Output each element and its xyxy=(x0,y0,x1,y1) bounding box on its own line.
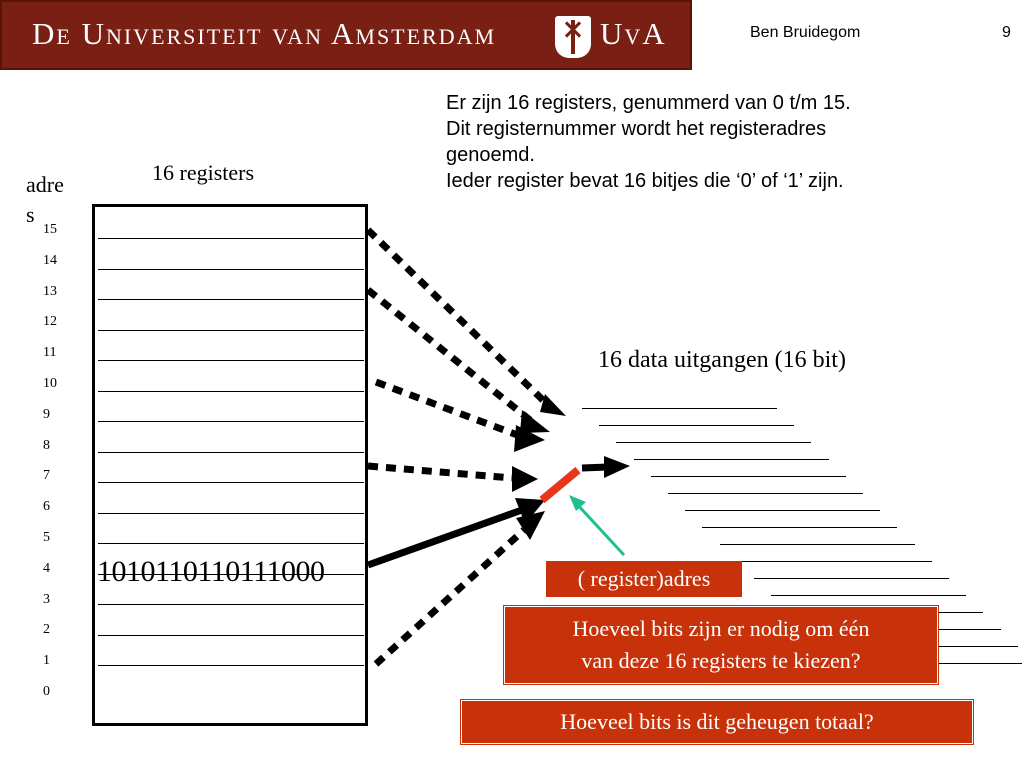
arrowhead-selected-register xyxy=(515,498,545,524)
register-row-divider xyxy=(98,360,364,361)
data-output-line xyxy=(720,544,915,545)
data-output-line xyxy=(634,459,829,460)
register-address-label: 4 xyxy=(43,561,50,576)
register-file xyxy=(92,204,368,726)
address-axis-label: adres xyxy=(26,172,64,227)
data-output-line xyxy=(616,442,811,443)
solid-arrow-selected-register xyxy=(366,506,524,569)
outputs-title: 16 data uitgangen (16 bit) xyxy=(598,347,846,373)
dashed-arrow-register-7 xyxy=(367,462,513,482)
register-row-divider xyxy=(98,238,364,239)
register-address-label: 9 xyxy=(43,407,50,422)
register-row-divider xyxy=(98,269,364,270)
data-output-line xyxy=(685,510,880,511)
banner-abbreviation: UvA xyxy=(600,16,667,51)
question-line: Hoeveel bits zijn er nodig om één xyxy=(572,616,870,641)
register-row-divider xyxy=(98,391,364,392)
register-address-label: 0 xyxy=(43,684,50,699)
register-row-divider xyxy=(98,635,364,636)
author-name: Ben Bruidegom xyxy=(750,24,861,41)
register-address-label: 12 xyxy=(43,314,57,329)
register-address-label: 5 xyxy=(43,530,50,545)
register-row-divider xyxy=(98,543,364,544)
data-output-line xyxy=(737,561,932,562)
uva-seal-icon xyxy=(555,16,591,58)
register-row-divider xyxy=(98,452,364,453)
register-address-label: 15 xyxy=(43,222,57,237)
register-row-divider xyxy=(98,299,364,300)
register-row-divider xyxy=(98,482,364,483)
data-output-line xyxy=(754,578,949,579)
register-address-label: 8 xyxy=(43,438,50,453)
arrowhead-register-10 xyxy=(514,425,545,452)
arrowhead-register-15 xyxy=(540,394,566,416)
intro-line: genoemd. xyxy=(446,144,535,166)
register-row-divider xyxy=(98,604,364,605)
selector-bar xyxy=(539,466,581,504)
selected-register-value: 1010110110111000 xyxy=(97,555,325,588)
register-row-divider xyxy=(98,513,364,514)
register-address-label: 13 xyxy=(43,284,57,299)
output-arrow xyxy=(581,463,609,472)
register-address-label: 10 xyxy=(43,376,57,391)
register-row-divider xyxy=(98,665,364,666)
register-row-divider xyxy=(98,574,364,575)
address-pointer-arrowhead xyxy=(569,495,586,511)
register-address-label: 7 xyxy=(43,468,50,483)
output-arrowhead xyxy=(604,456,630,478)
data-output-line xyxy=(651,476,846,477)
intro-text: Er zijn 16 registers, genummerd van 0 t/… xyxy=(446,90,1006,194)
question-line: van deze 16 registers te kiezen? xyxy=(581,648,861,673)
register-address-box: ( register)adres xyxy=(546,561,742,597)
registers-title: 16 registers xyxy=(152,160,255,185)
intro-line: Dit registernummer wordt het registeradr… xyxy=(446,118,827,140)
data-output-line xyxy=(702,527,897,528)
question-total-bits: Hoeveel bits is dit geheugen totaal? xyxy=(460,699,974,745)
dashed-arrow-register-15 xyxy=(365,227,551,408)
page-number: 9 xyxy=(1002,24,1011,41)
data-output-line xyxy=(771,595,966,596)
data-output-line xyxy=(582,408,777,409)
register-address-label: 2 xyxy=(43,622,50,637)
register-row-divider xyxy=(98,330,364,331)
data-output-line xyxy=(668,493,863,494)
data-output-line xyxy=(599,425,794,426)
university-banner: De Universiteit van Amsterdam UvA xyxy=(0,0,692,70)
intro-line: Er zijn 16 registers, genummerd van 0 t/… xyxy=(446,92,851,114)
banner-title: De Universiteit van Amsterdam xyxy=(32,16,497,51)
register-address-label: 3 xyxy=(43,592,50,607)
intro-line: Ieder register bevat 16 bitjes die ‘0’ o… xyxy=(446,170,844,192)
address-pointer-line xyxy=(573,500,626,557)
register-row-divider xyxy=(98,421,364,422)
arrowhead-register-13 xyxy=(520,410,550,433)
register-address-label: 6 xyxy=(43,499,50,514)
dashed-arrow-register-1 xyxy=(373,527,527,667)
register-address-label: 1 xyxy=(43,653,50,668)
register-address-label: 11 xyxy=(43,345,57,360)
register-address-label: 14 xyxy=(43,253,57,268)
arrowhead-register-7 xyxy=(512,466,538,492)
dashed-arrow-register-10 xyxy=(374,378,522,440)
question-bits-to-select: Hoeveel bits zijn er nodig om één van de… xyxy=(503,605,939,685)
